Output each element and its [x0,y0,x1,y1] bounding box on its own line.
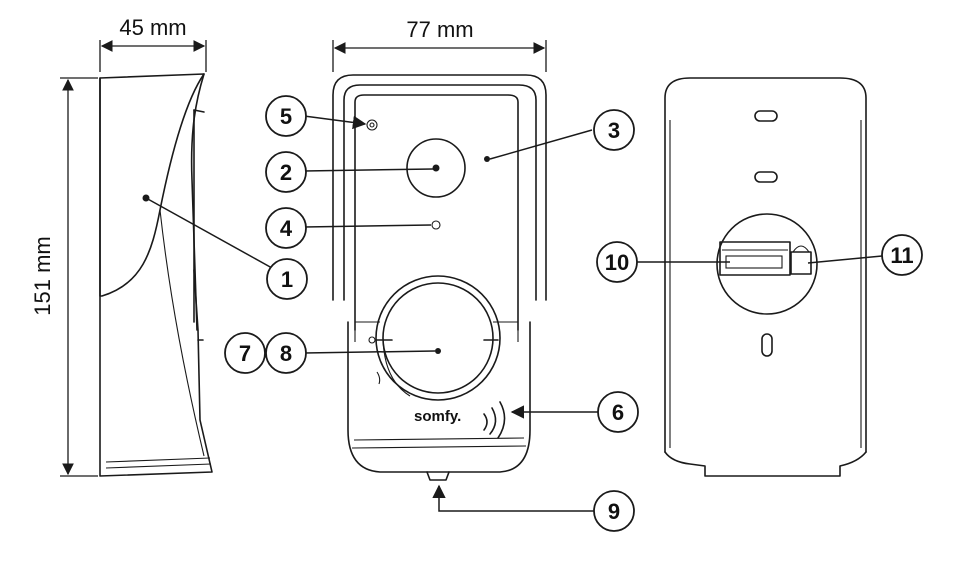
width-label: 77 mm [406,17,473,42]
callout-8: 8 [265,332,307,374]
callout-9: 9 [593,490,635,532]
svg-text:11: 11 [890,243,913,268]
callout-3: 3 [593,109,635,151]
brand-logo: somfy. [414,408,461,425]
svg-text:9: 9 [608,499,620,524]
led-indicator [366,119,378,131]
height-label: 151 mm [30,236,55,315]
callout-6: 6 [597,391,639,433]
mounting-slot [754,171,778,183]
svg-text:5: 5 [280,104,292,129]
height-dimension: 151 mm [30,77,98,477]
callout-2: 2 [265,151,307,193]
call-button-ring [375,275,501,401]
front-view: somfy. [332,74,547,481]
back-view [664,77,867,477]
mounting-slot [761,333,773,357]
mounting-slot [754,110,778,122]
microphone [431,220,441,230]
svg-text:10: 10 [605,250,629,275]
callout-1: 1 [266,258,308,300]
callout-4: 4 [265,207,307,249]
svg-text:4: 4 [280,216,293,241]
call-button [382,282,494,394]
callouts: 1 2 3 4 5 6 7 8 [224,95,923,532]
callout-11: 11 [881,234,923,276]
callout-7: 7 [224,332,266,374]
depth-label: 45 mm [119,15,186,40]
svg-text:1: 1 [281,267,293,292]
svg-text:6: 6 [612,400,624,425]
camera-lens [406,138,466,198]
leader-lines [145,115,883,512]
depth-dimension: 45 mm [99,15,207,72]
svg-text:3: 3 [608,118,620,143]
callout-5: 5 [265,95,307,137]
svg-text:8: 8 [280,341,292,366]
svg-text:7: 7 [239,341,251,366]
terminal-block [719,241,791,276]
side-view [99,73,213,477]
width-dimension: 77 mm [332,17,547,72]
rear-opening [716,213,818,315]
svg-text:2: 2 [280,160,292,185]
callout-10: 10 [596,241,638,283]
